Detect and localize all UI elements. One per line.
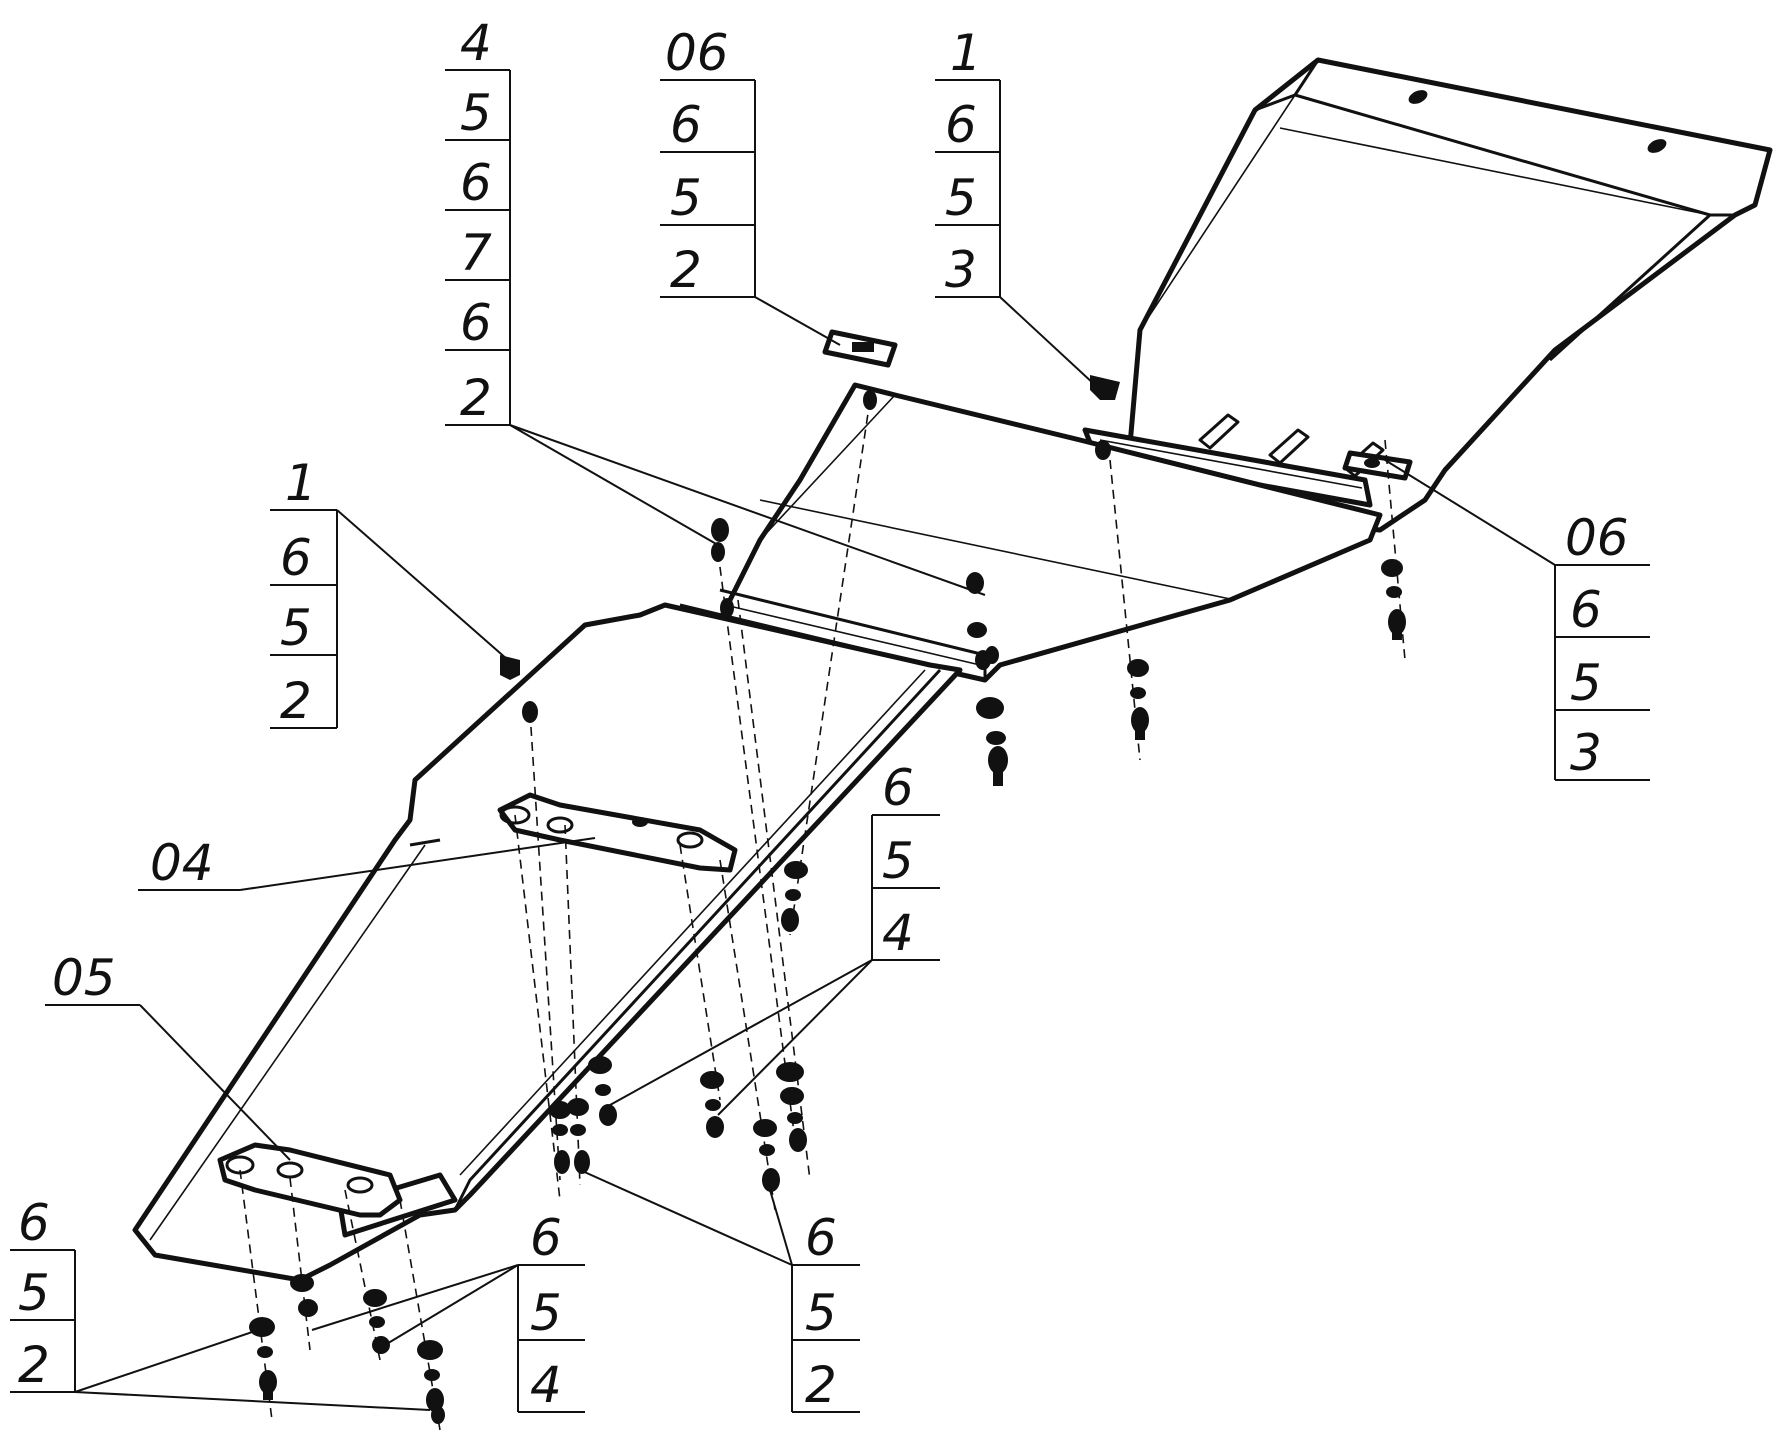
callout-c6-item-2: 4 [882, 904, 914, 962]
callout-c7: 6 5 2 [579, 1169, 860, 1414]
callout-c1-item-2: 6 [460, 154, 492, 212]
callout-c5-item-1: 6 [280, 529, 312, 587]
callout-c4-item-2: 5 [1570, 654, 1602, 712]
callout-c1-item-3: 7 [460, 224, 492, 282]
callout-c1: 4 5 6 7 6 2 [445, 14, 986, 596]
callout-c4-item-3: 3 [1570, 724, 1602, 782]
callout-c3-item-1: 6 [945, 96, 977, 154]
callout-c4-item-1: 6 [1570, 581, 1602, 639]
callout-c3-item-3: 3 [945, 241, 977, 299]
callout-c6-item-1: 5 [882, 832, 914, 890]
callout-c5-item-2: 5 [280, 599, 312, 657]
callout-c2-item-3: 2 [670, 241, 702, 299]
callout-c5-item-0: 1 [285, 454, 317, 512]
callout-c2: 06 6 5 2 [660, 24, 841, 346]
callout-c9-item-0: 6 [18, 1194, 50, 1252]
label-05: 05 [45, 949, 291, 1161]
callout-c1-item-4: 6 [460, 294, 492, 352]
front-plate [132, 602, 963, 1283]
callout-c7-item-1: 5 [805, 1284, 837, 1342]
callout-c4-item-0: 06 [1565, 509, 1629, 567]
strip-06-top [822, 329, 898, 368]
callout-c8-item-1: 5 [530, 1284, 562, 1342]
callout-c7-item-2: 2 [805, 1356, 837, 1414]
callout-c3-item-2: 5 [945, 169, 977, 227]
strip-06-right [1342, 450, 1413, 481]
label-05-text: 05 [52, 949, 116, 1007]
callout-c2-item-2: 5 [670, 169, 702, 227]
callout-c2-item-0: 06 [665, 24, 729, 82]
callout-c1-item-0: 4 [460, 14, 492, 72]
callout-c3-item-0: 1 [950, 24, 982, 82]
callout-c2-item-1: 6 [670, 96, 702, 154]
callout-c3: 1 6 5 3 [935, 24, 1096, 386]
callout-c5-item-3: 2 [280, 672, 312, 730]
callout-c5: 1 6 5 2 [270, 454, 509, 730]
callout-c7-item-0: 6 [805, 1209, 837, 1267]
callout-c1-item-5: 2 [460, 369, 492, 427]
callout-c4: 06 6 5 3 [1384, 459, 1650, 782]
label-04-text: 04 [150, 834, 214, 892]
fastener-stacks [249, 518, 1406, 1424]
callout-c1-item-1: 5 [460, 84, 492, 142]
callout-c6-item-0: 6 [882, 759, 914, 817]
middle-plate [717, 382, 1383, 683]
callout-c8-item-2: 4 [530, 1356, 562, 1414]
callout-c9-item-2: 2 [18, 1336, 50, 1394]
callout-c8: 6 5 4 [311, 1209, 585, 1414]
callout-c9-item-1: 5 [18, 1264, 50, 1322]
callout-c9: 6 5 2 [10, 1194, 431, 1411]
callout-c8-item-0: 6 [530, 1209, 562, 1267]
label-04: 04 [138, 834, 596, 892]
callout-c6: 6 5 4 [609, 759, 940, 1116]
